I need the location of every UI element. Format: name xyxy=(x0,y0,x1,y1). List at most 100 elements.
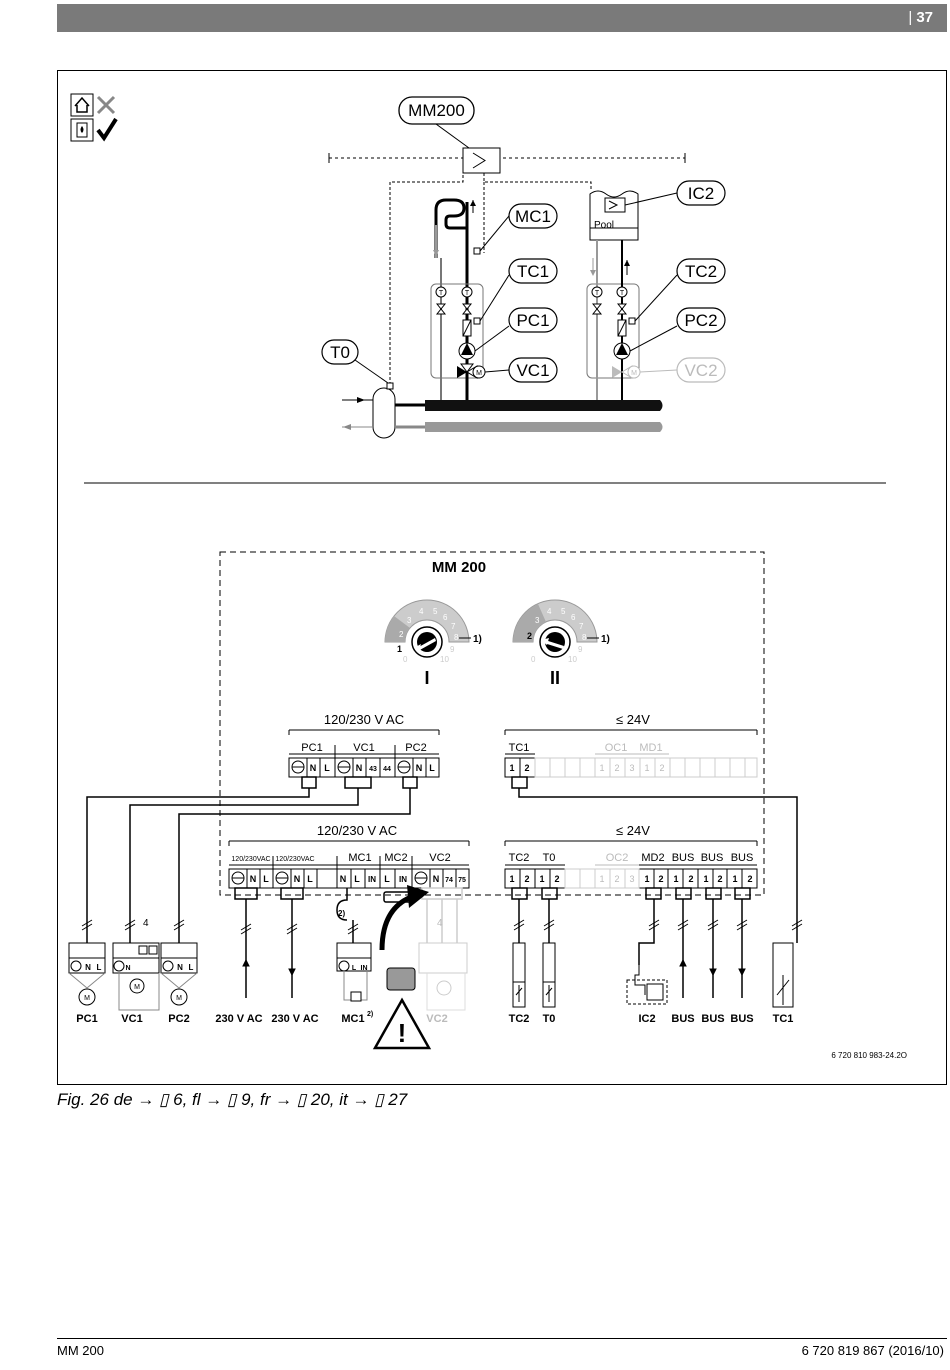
svg-text:2: 2 xyxy=(688,874,693,884)
label-tc1: TC1 xyxy=(773,1013,794,1025)
lower-lv-terminal-block: ≤ 24V TC2 T0 OC2 MD2 BUS BUS BUS 1 2 xyxy=(504,823,758,889)
svg-text:1: 1 xyxy=(732,874,737,884)
svg-text:120/230VAC: 120/230VAC xyxy=(275,856,314,863)
mc1-callout: MC1 xyxy=(515,207,551,226)
svg-text:MC1: MC1 xyxy=(348,852,371,864)
svg-text:T: T xyxy=(620,290,625,297)
device-vc2 xyxy=(418,942,468,1011)
svg-text:M: M xyxy=(476,370,482,377)
callouts: MC1 TC1 PC1 VC1 IC2 TC2 PC2 VC2 T0 xyxy=(321,180,726,384)
svg-text:2: 2 xyxy=(717,874,722,884)
svg-text:2: 2 xyxy=(554,874,559,884)
svg-text:MD1: MD1 xyxy=(639,742,662,754)
svg-text:1: 1 xyxy=(599,763,604,773)
device-pc2: N L M xyxy=(160,942,198,1006)
footer-rule xyxy=(57,1338,947,1339)
label-vc2: VC2 xyxy=(426,1013,447,1025)
lower-hv-terminal-block: 120/230 V AC 120/230VAC 120/230VAC MC1 M… xyxy=(228,823,470,889)
svg-text:2: 2 xyxy=(659,763,664,773)
svg-text:L: L xyxy=(354,874,360,884)
footer-left: MM 200 xyxy=(57,1343,104,1358)
svg-text:5: 5 xyxy=(433,607,438,616)
sensor-tc2 xyxy=(512,942,526,1008)
svg-text:9: 9 xyxy=(578,645,583,654)
svg-text:2: 2 xyxy=(614,763,619,773)
svg-text:2: 2 xyxy=(399,630,404,639)
svg-text:N: N xyxy=(294,874,301,884)
wire-count: 4 xyxy=(143,918,149,929)
svg-text:≤ 24V: ≤ 24V xyxy=(616,712,650,727)
label-mc1: MC1 xyxy=(341,1013,364,1025)
svg-text:10: 10 xyxy=(440,655,449,664)
svg-text:OC1: OC1 xyxy=(605,742,628,754)
svg-text:T0: T0 xyxy=(543,852,556,864)
svg-text:1: 1 xyxy=(509,874,514,884)
svg-text:8: 8 xyxy=(454,633,459,642)
svg-text:120/230 V AC: 120/230 V AC xyxy=(317,823,397,838)
svg-text:N: N xyxy=(125,965,130,972)
svg-text:VC1: VC1 xyxy=(353,742,374,754)
svg-text:M: M xyxy=(134,984,140,991)
legend-icons xyxy=(70,93,118,142)
svg-text:4: 4 xyxy=(547,607,552,616)
label-230vac-2: 230 V AC xyxy=(271,1013,318,1025)
svg-text:M: M xyxy=(631,370,637,377)
svg-text:7: 7 xyxy=(451,622,456,631)
svg-text:0: 0 xyxy=(531,655,536,664)
top-bar: 37 xyxy=(57,4,947,32)
svg-text:10: 10 xyxy=(568,655,577,664)
svg-text:T: T xyxy=(439,290,444,297)
svg-text:6: 6 xyxy=(571,613,576,622)
svg-text:1: 1 xyxy=(509,763,514,773)
label-pc1: PC1 xyxy=(76,1013,97,1025)
page-number: 37 xyxy=(908,9,933,26)
svg-text:N: N xyxy=(310,763,317,773)
svg-text:L: L xyxy=(263,874,269,884)
switch2-label: II xyxy=(550,668,560,688)
label-bus-1: BUS xyxy=(671,1013,694,1025)
svg-text:1: 1 xyxy=(703,874,708,884)
svg-text:75: 75 xyxy=(458,877,466,884)
tc1-callout: TC1 xyxy=(517,262,549,281)
svg-text:BUS: BUS xyxy=(672,852,695,864)
svg-text:2: 2 xyxy=(747,874,752,884)
svg-text:MD2: MD2 xyxy=(641,852,664,864)
svg-text:N: N xyxy=(340,874,347,884)
svg-text:3: 3 xyxy=(407,616,412,625)
svg-text:TC2: TC2 xyxy=(509,852,530,864)
svg-text:TC1: TC1 xyxy=(509,742,530,754)
label-t0: T0 xyxy=(543,1013,556,1025)
svg-text:74: 74 xyxy=(445,877,453,884)
label-vc1: VC1 xyxy=(121,1013,142,1025)
label-bus-3: BUS xyxy=(730,1013,753,1025)
doc-code: 6 720 810 983-24.2O xyxy=(831,1051,907,1060)
svg-text:3: 3 xyxy=(629,763,634,773)
svg-text:4: 4 xyxy=(437,918,443,929)
svg-text:IN: IN xyxy=(361,965,368,972)
svg-text:43: 43 xyxy=(369,766,377,773)
pc1-callout: PC1 xyxy=(516,311,549,330)
svg-text:1: 1 xyxy=(525,645,530,654)
svg-text:T: T xyxy=(465,290,470,297)
svg-text:120/230 V AC: 120/230 V AC xyxy=(324,712,404,727)
svg-text:L: L xyxy=(307,874,313,884)
device-vc1: N M xyxy=(112,942,160,1011)
figure-refs: de → ▯ 6, fl → ▯ 9, fr → ▯ 20, it → ▯ 27 xyxy=(113,1090,408,1109)
svg-text:N: N xyxy=(416,763,423,773)
vc1-callout: VC1 xyxy=(516,361,549,380)
tc2-callout: TC2 xyxy=(685,262,717,281)
diagram-frame: MM200 T T xyxy=(57,70,947,1085)
svg-text:MC2: MC2 xyxy=(384,852,407,864)
wiring-diagram: MM 200 0 1 2 3 4 5 6 7 8 9 10 1) I xyxy=(68,551,907,1060)
label-tc2: TC2 xyxy=(509,1013,530,1025)
device-pc1: N L M xyxy=(68,942,106,1006)
svg-text:N: N xyxy=(85,963,91,972)
label-ic2: IC2 xyxy=(638,1013,655,1025)
footer-right: 6 720 819 867 (2016/10) xyxy=(801,1343,944,1358)
svg-text:N: N xyxy=(433,874,440,884)
svg-text:8: 8 xyxy=(582,633,587,642)
svg-text:9: 9 xyxy=(450,645,455,654)
svg-text:N: N xyxy=(356,763,363,773)
mm200-label: MM200 xyxy=(408,101,465,120)
svg-text:1: 1 xyxy=(397,644,402,654)
